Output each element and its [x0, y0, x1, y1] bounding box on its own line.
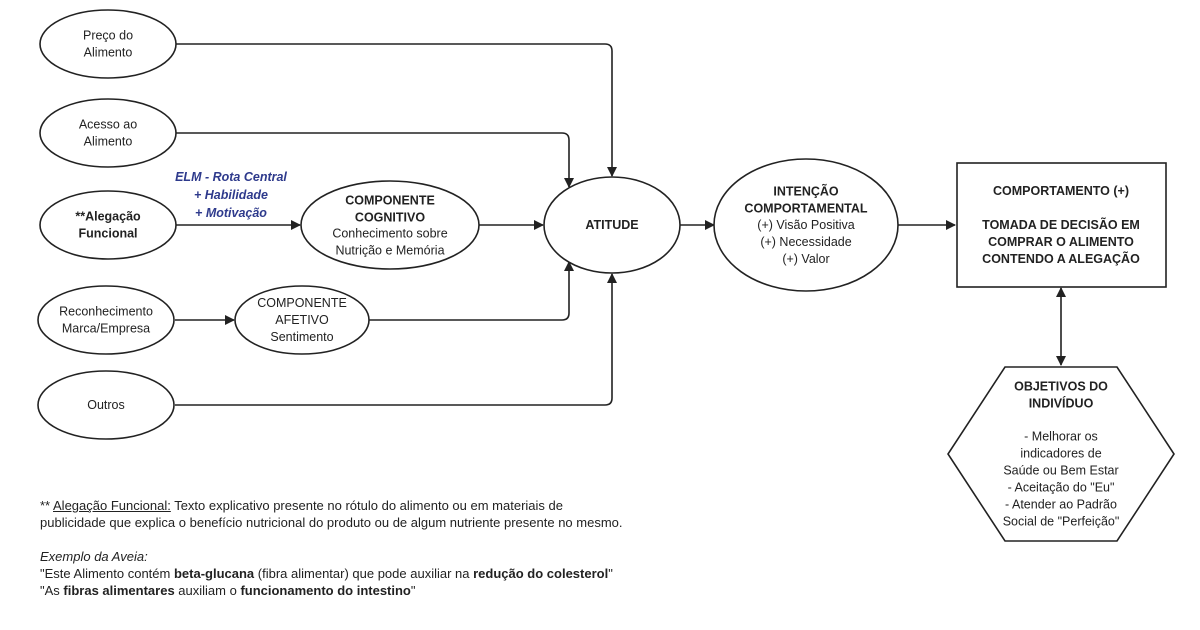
- arrow-preco-to-atitude: [175, 43, 617, 177]
- footnote-term: Alegação Funcional:: [53, 498, 171, 513]
- example-2-part-a: "As: [40, 583, 64, 598]
- elm-label-line-1: ELM - Rota Central: [175, 170, 287, 184]
- node-objetivos-body-line-5: - Atender ao Padrão: [1005, 498, 1117, 512]
- footnote-definition: ** Alegação Funcional: Texto explicativo…: [40, 497, 680, 514]
- arrow-acesso-to-atitude: [175, 132, 574, 188]
- node-acesso-label-line-2: Alimento: [84, 135, 133, 149]
- node-alegacao-label-line-2: Funcional: [78, 227, 137, 241]
- node-preco-label-line-2: Alimento: [84, 46, 133, 60]
- example-line-1: "Este Alimento contém beta-glucana (fibr…: [40, 565, 680, 582]
- example-1-part-c: (fibra alimentar) que pode auxiliar na: [254, 566, 474, 581]
- node-outros-ellipse: [37, 370, 175, 440]
- node-alegacao-label-line-1: **Alegação: [75, 210, 141, 224]
- node-intencao-ellipse: [713, 158, 899, 292]
- node-cognitivo-title-line-2: COGNITIVO: [355, 211, 425, 225]
- arrow-afetivo-to-atitude: [369, 261, 574, 321]
- elm-label-line-2: + Habilidade: [194, 188, 268, 202]
- example-1-bold-a: beta-glucana: [173, 566, 255, 581]
- node-comportamento-body-line-1: TOMADA DE DECISÃO EM: [982, 217, 1140, 232]
- node-cognitivo-body-line-1: Conhecimento sobre: [332, 227, 447, 241]
- node-atitude-ellipse: [543, 176, 681, 274]
- elm-label-line-3: + Motivação: [195, 206, 267, 220]
- footnote-block: ** Alegação Funcional: Texto explicativo…: [40, 497, 680, 599]
- node-objetivos-title-line-2: INDIVÍDUO: [1029, 396, 1094, 411]
- node-acesso-label-line-1: Acesso ao: [79, 118, 137, 132]
- node-afetivo-label-line-3: Sentimento: [270, 330, 333, 344]
- footnote-spacer: [40, 531, 680, 548]
- node-intencao-body-line-2: (+) Necessidade: [760, 235, 851, 249]
- node-cognitivo-body-line-2: Nutrição e Memória: [335, 244, 444, 258]
- node-comportamento-title-line-1: COMPORTAMENTO (+): [993, 184, 1129, 198]
- footnote-definition-line1: Texto explicativo presente no rótulo do …: [170, 498, 563, 513]
- node-cognitivo-title-line-1: COMPONENTE: [345, 194, 435, 208]
- node-acesso-ellipse: [39, 98, 177, 168]
- arrow-outros-to-atitude: [175, 273, 617, 406]
- example-title: Exemplo da Aveia:: [40, 549, 148, 564]
- footnote-definition-line2: publicidade que explica o benefício nutr…: [40, 515, 623, 530]
- example-1-close-quote: ": [608, 566, 613, 581]
- node-atitude-label-line-1: ATITUDE: [585, 218, 638, 232]
- footnote-marker: **: [40, 498, 54, 513]
- example-1-bold-b: redução do colesterol: [473, 566, 609, 581]
- node-intencao-body-line-3: (+) Valor: [782, 252, 829, 266]
- node-preco-ellipse: [39, 9, 177, 79]
- example-line-2: "As fibras alimentares auxiliam o funcio…: [40, 582, 680, 599]
- node-reconhecimento-label-line-1: Reconhecimento: [59, 305, 153, 319]
- node-comportamento-body-line-2: COMPRAR O ALIMENTO: [988, 235, 1134, 249]
- node-comportamento-body-line-3: CONTENDO A ALEGAÇÃO: [982, 251, 1140, 266]
- node-objetivos-body-line-4: - Aceitação do "Eu": [1008, 481, 1115, 495]
- node-cognitivo-ellipse: [300, 180, 480, 270]
- node-objetivos-hexagon: [947, 366, 1175, 542]
- node-intencao-title-line-2: COMPORTAMENTAL: [744, 202, 867, 216]
- example-2-close-quote: ": [410, 583, 416, 598]
- node-preco-label-line-1: Preço do: [83, 29, 133, 43]
- example-2-bold-a: fibras alimentares: [63, 583, 175, 598]
- node-reconhecimento-ellipse: [37, 285, 175, 355]
- node-objetivos-title-line-1: OBJETIVOS DO: [1014, 380, 1108, 394]
- node-reconhecimento-label-line-2: Marca/Empresa: [62, 322, 150, 336]
- node-afetivo-label-line-1: COMPONENTE: [257, 296, 347, 310]
- node-afetivo-label-line-2: AFETIVO: [275, 313, 329, 327]
- example-2-part-c: auxiliam o: [174, 583, 241, 598]
- node-objetivos-body-line-6: Social de "Perfeição": [1003, 515, 1120, 529]
- example-2-bold-b: funcionamento do intestino: [240, 583, 411, 598]
- elm-route-label: ELM - Rota Central + Habilidade + Motivaçã…: [175, 170, 287, 220]
- node-objetivos-body-line-2: indicadores de: [1020, 447, 1101, 461]
- node-intencao-body-line-1: (+) Visão Positiva: [757, 218, 854, 232]
- example-1-part-a: "Este Alimento contém: [40, 566, 174, 581]
- node-alegacao-ellipse: [39, 190, 177, 260]
- node-intencao-title-line-1: INTENÇÃO: [773, 184, 839, 199]
- node-comportamento-box: [956, 162, 1167, 288]
- node-outros-label-line-1: Outros: [87, 398, 125, 412]
- node-objetivos-body-line-1: - Melhorar os: [1024, 430, 1098, 444]
- node-afetivo-ellipse: [234, 285, 370, 355]
- node-objetivos-body-line-3: Saúde ou Bem Estar: [1003, 464, 1118, 478]
